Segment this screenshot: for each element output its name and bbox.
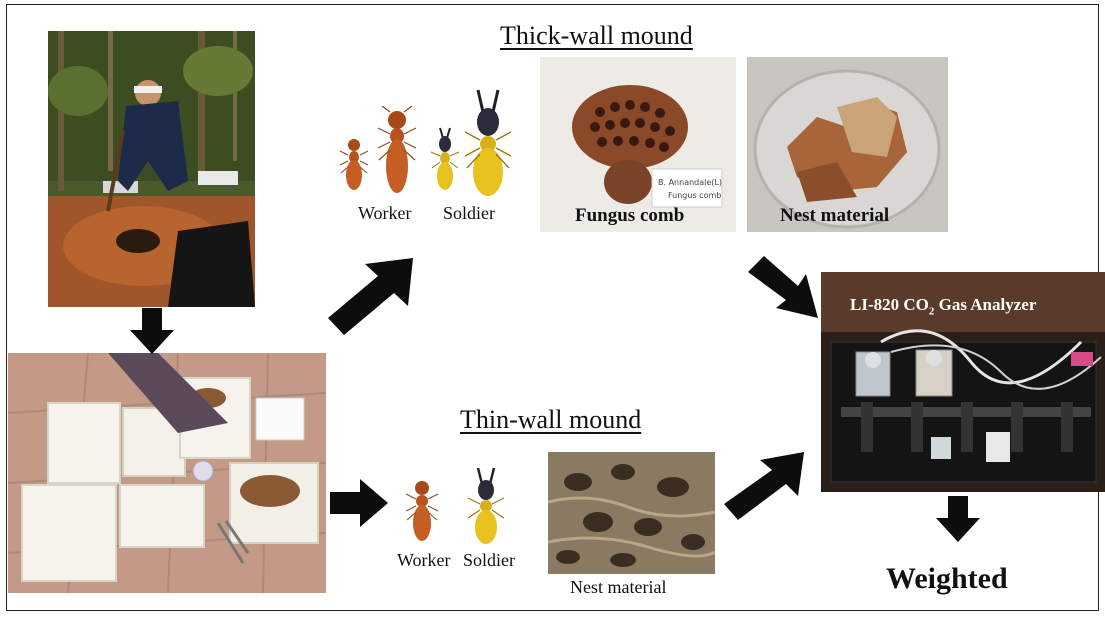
thin-worker-image: [405, 478, 439, 544]
thick-soldier-large-image: [462, 88, 514, 198]
analyzer-label-prefix: LI-820 CO: [850, 295, 929, 314]
arrow-thin-to-analyzer: [724, 452, 804, 520]
thick-worker-label: Worker: [358, 203, 412, 224]
arrow-thick-to-analyzer: [748, 256, 818, 318]
thick-soldier-small-image: [430, 126, 460, 192]
arrow-down-to-weighted: [936, 496, 980, 542]
arrow-to-thick-wall: [328, 258, 413, 335]
thick-wall-heading: Thick-wall mound: [500, 21, 693, 51]
thick-worker-small-image: [339, 135, 369, 193]
gas-analyzer-label: LI-820 CO2 Gas Analyzer: [850, 295, 1036, 317]
thick-soldier-label: Soldier: [443, 203, 495, 224]
thick-worker-large-image: [376, 106, 418, 196]
thin-nest-material-photo: [548, 452, 715, 574]
comb-note-line2: Fungus comb: [668, 191, 721, 200]
thin-worker-label: Worker: [397, 550, 451, 571]
thin-nest-material-label: Nest material: [570, 577, 666, 598]
comb-note-line1: B. Annandale(L): [658, 178, 722, 187]
lab-sorting-photo: [8, 353, 326, 593]
thin-soldier-label: Soldier: [463, 550, 515, 571]
weighted-label: Weighted: [886, 562, 1008, 596]
arrow-down-to-sorting: [130, 308, 174, 354]
thin-wall-heading: Thin-wall mound: [460, 405, 641, 435]
fungus-comb-label: Fungus comb: [575, 205, 684, 227]
field-excavation-photo: [48, 31, 255, 307]
analyzer-label-suffix: Gas Analyzer: [934, 295, 1036, 314]
thin-soldier-image: [466, 466, 506, 546]
arrow-to-thin-wall: [330, 479, 388, 527]
thick-nest-material-label: Nest material: [780, 205, 889, 227]
